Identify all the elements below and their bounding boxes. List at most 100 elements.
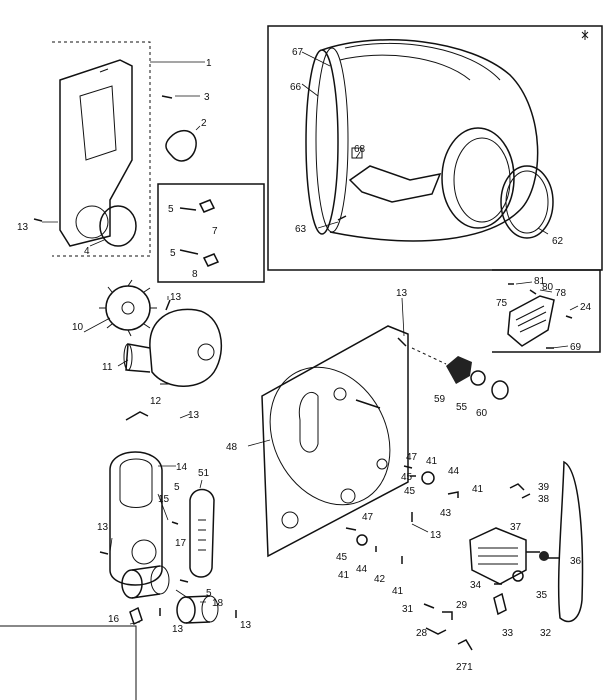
label-45-b-top: 45 bbox=[404, 486, 416, 497]
label-35: 35 bbox=[536, 590, 548, 601]
label-38: 38 bbox=[538, 494, 550, 505]
label-42: 42 bbox=[374, 574, 386, 585]
cabinet-edge bbox=[0, 625, 137, 700]
label-68: 68 bbox=[354, 144, 366, 155]
label-48: 48 bbox=[226, 442, 238, 453]
label-32: 32 bbox=[540, 628, 552, 639]
label-75: 75 bbox=[496, 298, 508, 309]
label-13-duct: 13 bbox=[97, 522, 109, 533]
lint-filter bbox=[189, 488, 215, 578]
label-14: 14 bbox=[176, 462, 188, 473]
drum-assembly-frame bbox=[267, 25, 603, 271]
label-13-bulkhead-bottom: 13 bbox=[430, 530, 442, 541]
label-55: 55 bbox=[456, 402, 468, 413]
duct-assembly-bracket bbox=[52, 41, 151, 257]
pulley-35 bbox=[512, 570, 524, 582]
label-41-d: 41 bbox=[392, 586, 404, 597]
bearing-washer-60 bbox=[491, 380, 509, 400]
switch-28 bbox=[425, 627, 447, 635]
fastener-box bbox=[157, 183, 265, 283]
label-41-a: 41 bbox=[426, 456, 438, 467]
drum-assembly-group: 67 66 63 62 68 bbox=[267, 25, 603, 271]
label-45-a: 45 bbox=[401, 472, 413, 483]
label-4: 4 bbox=[84, 246, 90, 257]
label-13-clamp: 13 bbox=[188, 410, 200, 421]
label-2: 2 bbox=[201, 118, 207, 129]
duct-panel bbox=[59, 59, 133, 247]
inset-box bbox=[492, 269, 601, 353]
blower-ring bbox=[99, 205, 137, 247]
label-5-box-b: 5 bbox=[170, 248, 176, 259]
label-15: 15 bbox=[158, 494, 170, 505]
bearing-59 bbox=[446, 356, 472, 384]
screw-3 bbox=[161, 95, 173, 99]
bearing-ball-55 bbox=[470, 370, 486, 386]
clip-7 bbox=[198, 199, 216, 213]
drum bbox=[305, 39, 539, 242]
label-34: 34 bbox=[470, 580, 482, 591]
washer-44-a bbox=[421, 471, 435, 485]
label-60: 60 bbox=[476, 408, 488, 419]
label-69: 69 bbox=[570, 342, 582, 353]
label-41-c: 41 bbox=[338, 570, 350, 581]
label-39: 39 bbox=[538, 482, 550, 493]
bracket-33 bbox=[493, 592, 507, 616]
label-10: 10 bbox=[72, 322, 84, 333]
label-3: 3 bbox=[204, 92, 210, 103]
label-47-a: 47 bbox=[406, 452, 418, 463]
hardware-group: 47 41 44 45 45 41 43 47 45 44 41 42 41 bbox=[336, 452, 484, 597]
label-59: 59 bbox=[434, 394, 446, 405]
label-31: 31 bbox=[402, 604, 414, 615]
label-29: 29 bbox=[456, 600, 468, 611]
label-81: 81 bbox=[534, 276, 546, 287]
label-37: 37 bbox=[510, 522, 522, 533]
label-11: 11 bbox=[102, 362, 113, 373]
duct-assembly-group: 1 3 2 13 4 bbox=[17, 41, 212, 257]
corner-mark-icon bbox=[581, 30, 589, 40]
label-13-bulkhead-top: 13 bbox=[396, 288, 408, 299]
label-1: 1 bbox=[206, 58, 212, 69]
label-8: 8 bbox=[192, 269, 198, 280]
label-24: 24 bbox=[580, 302, 592, 313]
inset-group: 81 80 78 75 24 69 bbox=[492, 269, 601, 353]
label-13-bottom-a: 13 bbox=[172, 624, 184, 635]
label-16: 16 bbox=[108, 614, 120, 625]
label-17: 17 bbox=[175, 538, 187, 549]
label-43: 43 bbox=[440, 508, 452, 519]
label-28: 28 bbox=[416, 628, 428, 639]
clamp-12 bbox=[125, 411, 149, 421]
drum-seal-ring bbox=[500, 165, 554, 239]
blower-wheel bbox=[99, 279, 157, 337]
bulkhead-group: 13 48 13 bbox=[226, 288, 442, 558]
label-5-duct: 5 bbox=[174, 482, 180, 493]
fastener-box-group: 5 7 5 8 bbox=[157, 183, 265, 283]
label-13-top: 13 bbox=[17, 222, 29, 233]
label-44-a: 44 bbox=[448, 466, 460, 477]
drum-baffle bbox=[348, 165, 442, 203]
motor-group: 39 38 37 36 34 35 31 29 33 32 28 271 bbox=[402, 460, 584, 673]
label-5-exhaust: 5 bbox=[206, 588, 212, 599]
clip-43 bbox=[447, 491, 459, 498]
exhaust-duct bbox=[121, 565, 170, 599]
bracket-16 bbox=[129, 606, 143, 626]
label-78: 78 bbox=[555, 288, 567, 299]
label-51: 51 bbox=[198, 468, 210, 479]
screw-63 bbox=[337, 215, 347, 221]
switch-271 bbox=[457, 639, 473, 651]
label-45-b: 45 bbox=[336, 552, 348, 563]
label-41-b: 41 bbox=[472, 484, 484, 495]
label-271: 271 bbox=[456, 662, 473, 673]
blower-housing bbox=[123, 308, 222, 387]
duct-gasket bbox=[165, 129, 197, 162]
label-33: 33 bbox=[502, 628, 514, 639]
label-12: 12 bbox=[150, 396, 162, 407]
label-13-bottom-b: 13 bbox=[240, 620, 252, 631]
switch-29 bbox=[442, 611, 453, 620]
label-47-b: 47 bbox=[362, 512, 374, 523]
lint-duct bbox=[109, 451, 163, 586]
motor-clip bbox=[509, 483, 531, 499]
label-36: 36 bbox=[570, 556, 582, 567]
label-63: 63 bbox=[295, 224, 307, 235]
lint-duct-group: 12 13 14 51 5 15 13 17 5 18 16 13 13 bbox=[0, 396, 252, 700]
